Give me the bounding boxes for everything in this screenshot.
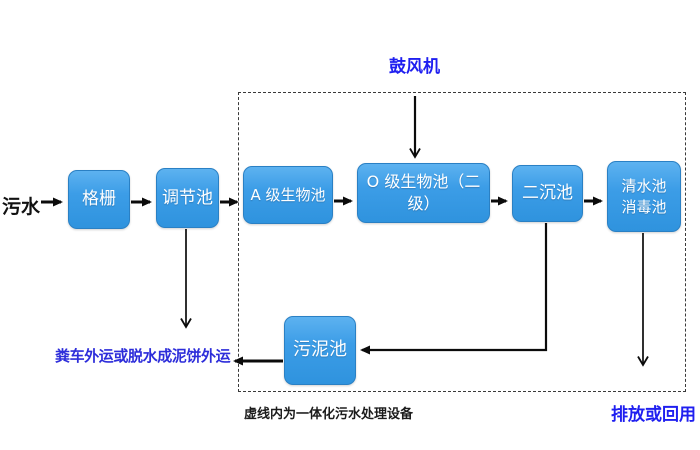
sludge-tank-label: 污泥池 <box>293 339 347 361</box>
regulating-tank-box: 调节池 <box>156 168 219 228</box>
regulating-tank-label: 调节池 <box>162 187 213 208</box>
dashed-box-caption: 虚线内为一体化污水处理设备 <box>244 407 414 422</box>
a-bio-tank-label: A 级生物池 <box>250 185 326 204</box>
o-bio-tank-box: O 级生物池（二级） <box>357 163 490 223</box>
integrated-equipment-dashed-boundary <box>238 92 686 392</box>
a-bio-tank-box: A 级生物池 <box>243 166 333 224</box>
blower-label: 鼓风机 <box>389 57 440 77</box>
arrow-sedimentation-to-sludge <box>360 223 548 355</box>
grille-box: 格栅 <box>68 170 130 229</box>
secondary-sedimentation-tank-box: 二沉池 <box>512 165 583 222</box>
clear-water-disinfection-tank-box: 清水池 消毒池 <box>607 161 681 232</box>
grille-label: 格栅 <box>82 189 116 210</box>
clear-water-tank-label: 清水池 <box>621 177 667 196</box>
discharge-reuse-label: 排放或回用 <box>611 405 696 425</box>
o-bio-tank-label: O 级生物池（二级） <box>366 172 481 213</box>
sludge-disposal-label: 粪车外运或脱水成泥饼外运 <box>55 347 231 365</box>
wastewater-input-label: 污水 <box>2 196 41 218</box>
sludge-tank-box: 污泥池 <box>284 316 356 385</box>
disinfection-tank-label: 消毒池 <box>621 197 667 216</box>
secondary-sedimentation-tank-label: 二沉池 <box>522 183 573 204</box>
